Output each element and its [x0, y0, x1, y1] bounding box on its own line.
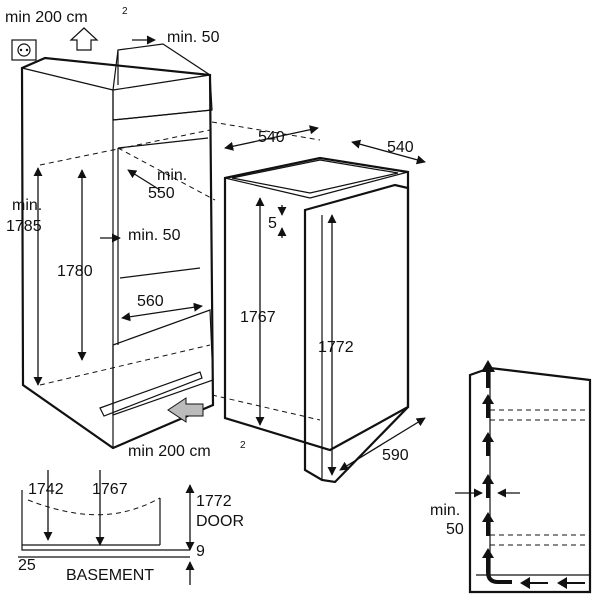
basement-label: BASEMENT [66, 567, 154, 584]
appliance-depth-label: 540 [387, 139, 414, 156]
door-open-depth-label: 590 [382, 447, 409, 464]
door-gap-label: 5 [268, 215, 277, 232]
height-1772-label: 1772 [196, 493, 232, 510]
rear-gap-label: min. 50 [128, 227, 181, 244]
door-height-label: 1772 [318, 339, 354, 356]
air-gap-min-label: min. [430, 502, 460, 519]
niche-cabinet [20, 43, 321, 450]
basement-section [18, 490, 190, 558]
vent-top-gap-label: min. 50 [167, 29, 220, 46]
appliance-height-label: 1767 [240, 309, 276, 326]
vent-bottom-superscript: 2 [240, 440, 246, 451]
basement-gap-label: 9 [196, 543, 205, 560]
niche-depth-label: 550 [148, 185, 175, 202]
niche-width-label: 560 [137, 293, 164, 310]
niche-depth-min-label: min. [157, 167, 187, 184]
height-1742-label: 1742 [28, 481, 64, 498]
airflow-arrows [481, 360, 585, 589]
niche-min-label: min. [12, 197, 42, 214]
vent-bottom-label: min 200 cm [128, 443, 211, 460]
appliance-width-label: 540 [258, 129, 285, 146]
height-1767-label: 1767 [92, 481, 128, 498]
airflow-up-arrow-icon [69, 27, 99, 51]
airflow-in-arrow-icon [167, 397, 204, 423]
niche-min-height: 1785 [6, 218, 42, 235]
air-gap-label: 50 [446, 521, 464, 538]
niche-height-label: 1780 [57, 263, 93, 280]
vent-top-label: min 200 cm [5, 9, 88, 26]
door-word-label: DOOR [196, 513, 244, 530]
power-socket-icon [11, 39, 37, 61]
basement-offset-label: 25 [18, 557, 36, 574]
vent-top-superscript: 2 [122, 6, 128, 17]
